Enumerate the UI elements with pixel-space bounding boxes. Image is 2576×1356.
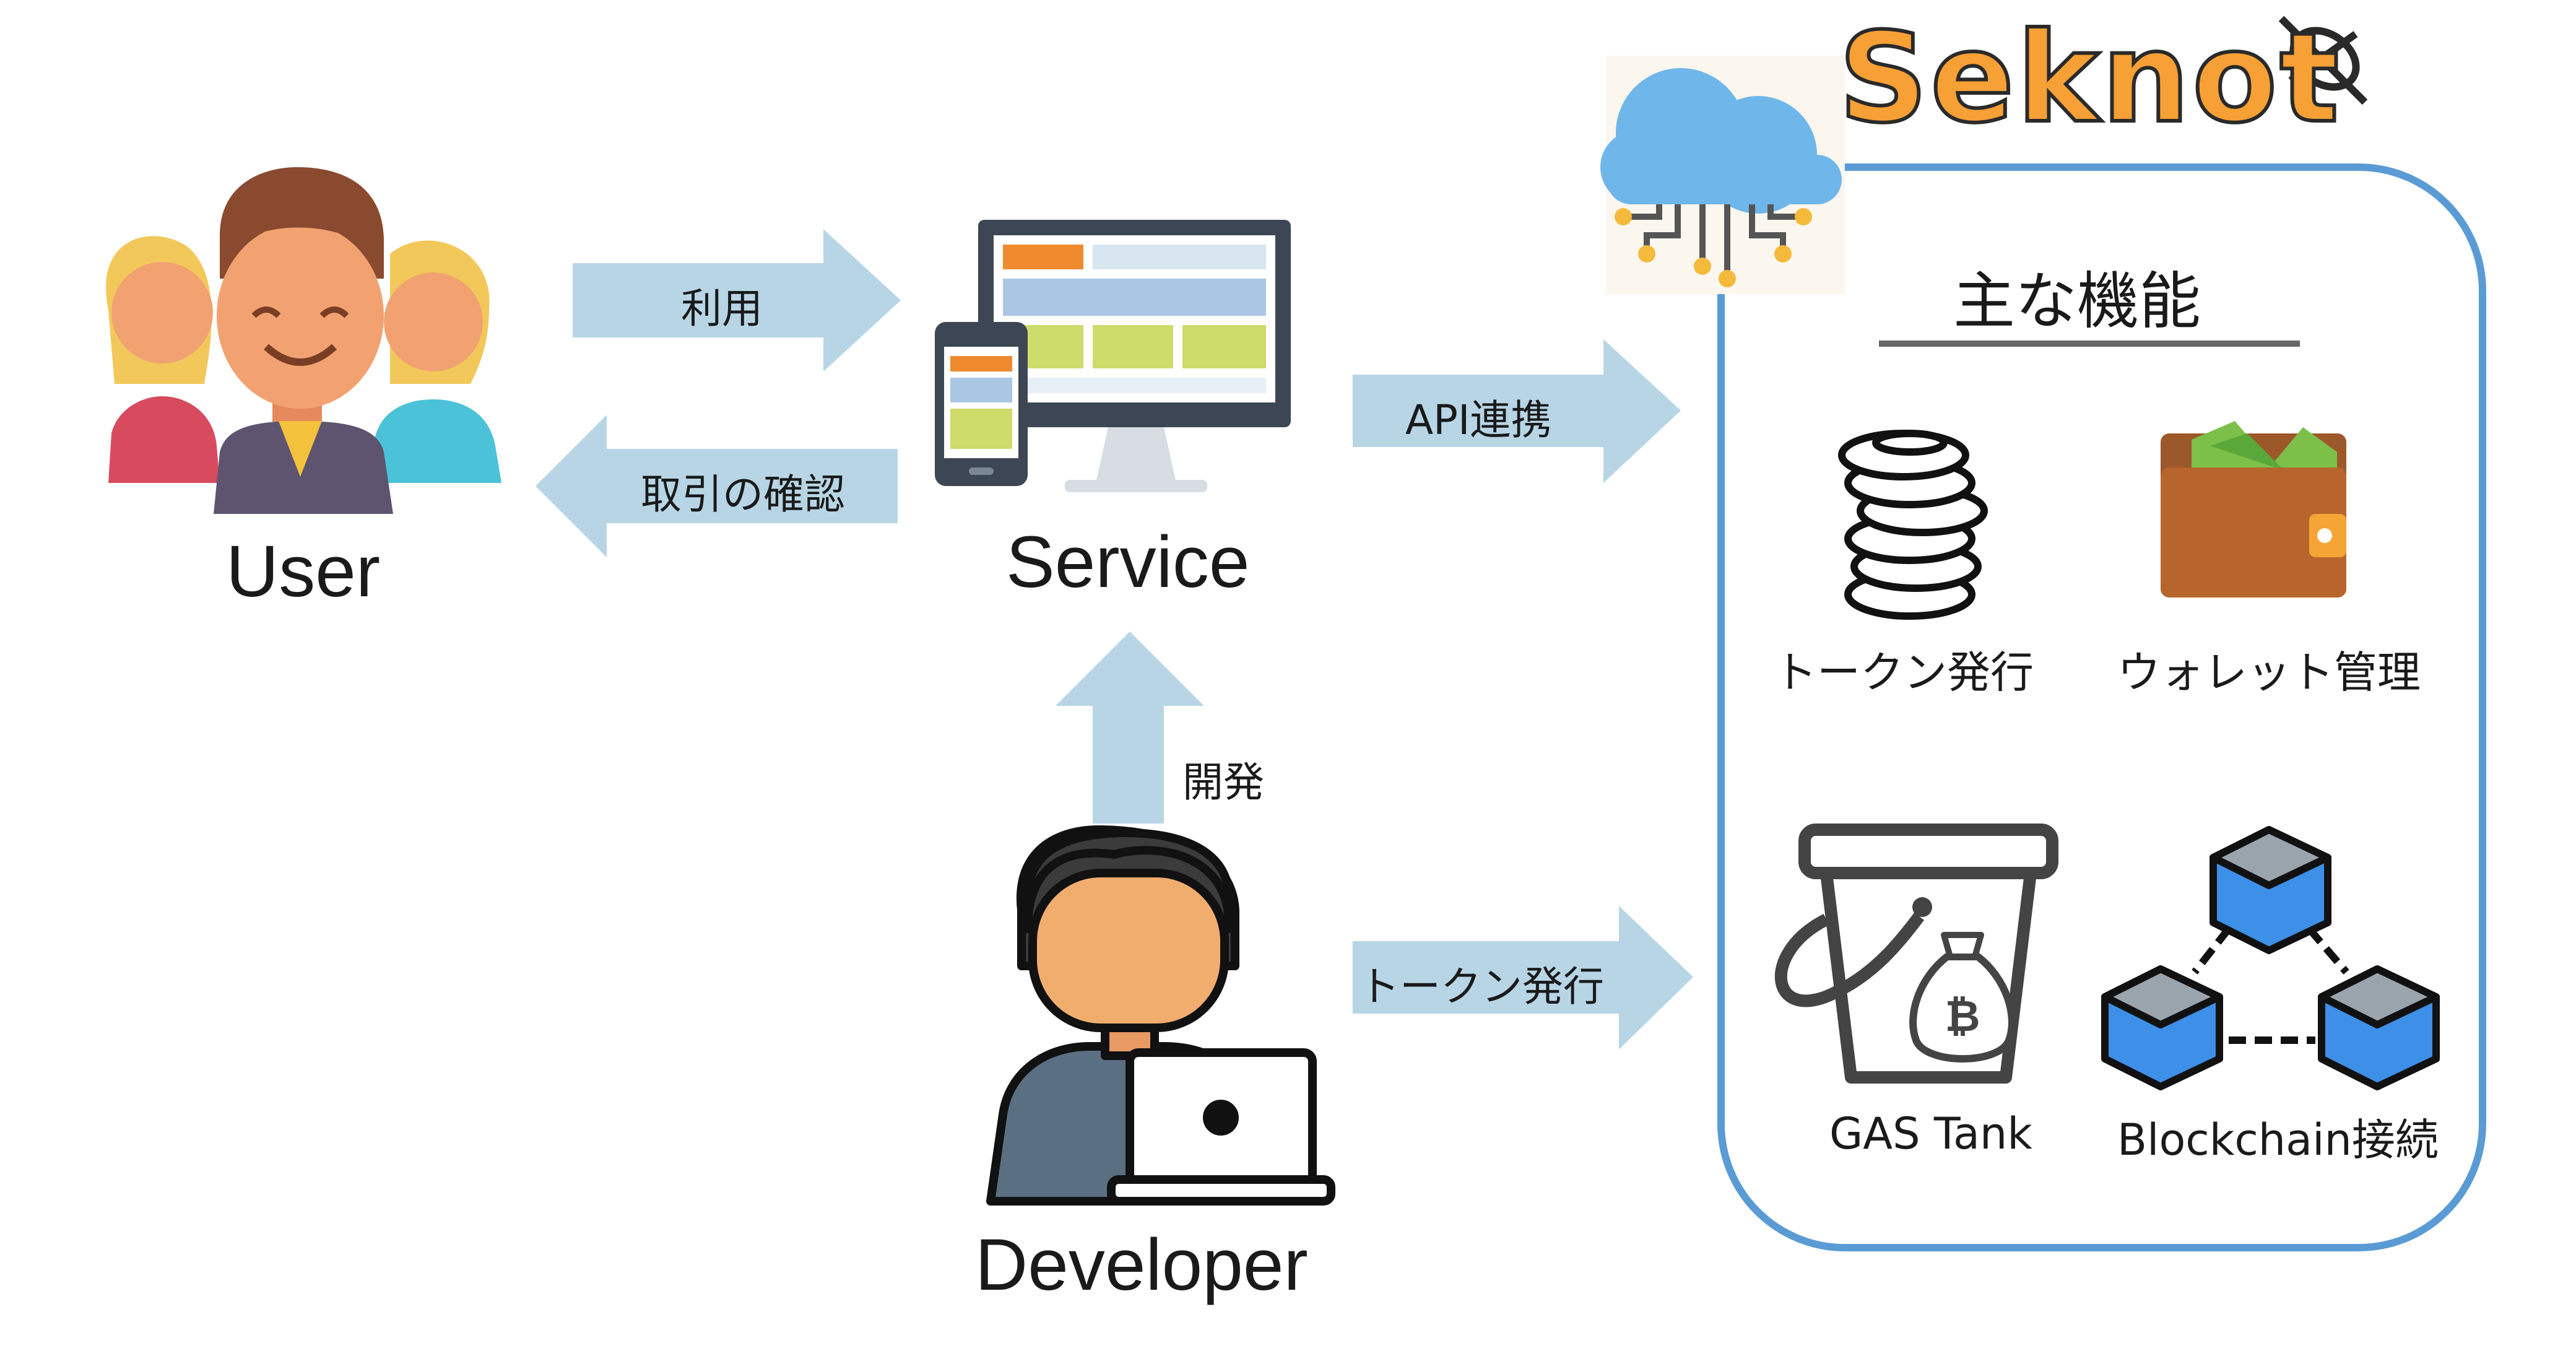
developer-label: Developer	[975, 1224, 1308, 1306]
develop-arrow	[1056, 632, 1204, 824]
platform-frame	[1717, 163, 2486, 1251]
feature-label-wallet: ウォレット管理	[2117, 647, 2421, 698]
brand-logo: Seknot	[1837, 4, 2342, 152]
bucket-icon: ₿	[1774, 824, 2058, 1084]
token-issue-arrow	[1353, 906, 1693, 1050]
developer-icon	[986, 825, 1335, 1206]
api-arrow	[1353, 339, 1681, 483]
wallet-icon	[2161, 421, 2346, 598]
use-arrow	[573, 229, 901, 372]
develop-arrow-label: 開発	[1182, 758, 1264, 806]
token-issue-arrow-label: トークン発行	[1359, 963, 1604, 1010]
confirm-arrow	[536, 415, 898, 557]
knot-icon	[2278, 15, 2368, 105]
user-label: User	[226, 531, 381, 612]
cloud-icon	[1600, 56, 1845, 294]
confirm-arrow-label: 取引の確認	[641, 471, 845, 518]
user-group-icon	[106, 167, 501, 514]
feature-label-gas-tank: GAS Tank	[1829, 1108, 2032, 1159]
service-label: Service	[1006, 521, 1250, 603]
api-arrow-label: API連携	[1405, 396, 1552, 444]
svg-text:₿: ₿	[1945, 991, 1980, 1041]
service-devices-icon	[935, 220, 1291, 492]
feature-label-token: トークン発行	[1774, 647, 2034, 698]
coin-stack-icon	[1838, 430, 1988, 620]
feature-label-blockchain: Blockchain接続	[2117, 1115, 2439, 1165]
blockchain-icon	[2101, 826, 2440, 1090]
use-arrow-label: 利用	[681, 285, 763, 332]
features-heading: 主な機能	[1953, 265, 2201, 337]
